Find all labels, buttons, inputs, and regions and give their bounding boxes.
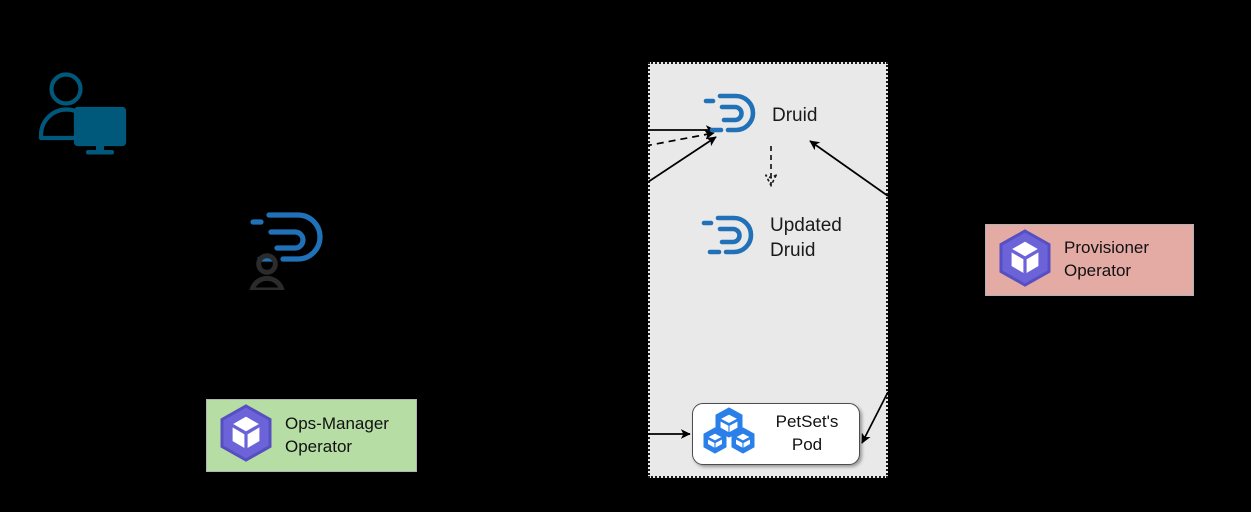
druid-logo-icon [700, 210, 762, 267]
user-workstation-icon [38, 68, 128, 163]
druid-label: Druid [772, 105, 818, 127]
druid-logo-icon [702, 88, 764, 145]
petset-pod-card[interactable]: PetSet's Pod [692, 403, 860, 465]
updated-druid-node: Updated Druid [700, 210, 842, 267]
operator-cube-icon [217, 404, 275, 467]
operator-cube-icon [996, 228, 1054, 292]
druid-with-user-icon [243, 200, 338, 295]
kubernetes-pods-icon [701, 406, 757, 463]
ops-manager-operator-box[interactable]: Ops-Manager Operator [206, 399, 417, 472]
provisioner-operator-label: Provisioner Operator [1064, 238, 1150, 280]
petset-pod-label: PetSet's Pod [775, 412, 839, 454]
provisioner-operator-box[interactable]: Provisioner Operator [985, 224, 1194, 296]
druid-node: Druid [702, 88, 817, 145]
ops-manager-operator-label: Ops-Manager Operator [285, 413, 389, 456]
updated-druid-label: Updated Druid [770, 214, 842, 261]
